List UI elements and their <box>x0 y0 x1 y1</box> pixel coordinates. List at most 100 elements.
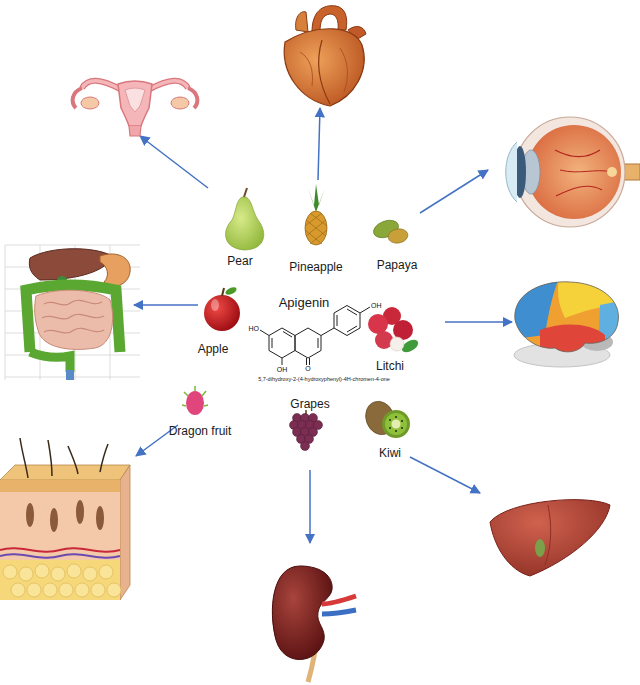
skin-illustration <box>0 560 120 600</box>
skin-illustration <box>96 506 104 530</box>
uterus-illustration <box>171 97 189 109</box>
skin-illustration <box>27 583 41 597</box>
skin-illustration <box>20 438 108 478</box>
fruit-node: Grapes <box>280 398 340 456</box>
skin-illustration <box>0 480 120 492</box>
atom-label: OH <box>371 302 385 310</box>
kiwi-fruit <box>389 419 391 421</box>
atom-label: O <box>302 365 314 373</box>
apple-fruit <box>211 299 219 311</box>
heart-illustration <box>296 12 308 32</box>
kiwi-fruit <box>382 410 410 438</box>
skin-illustration <box>75 583 89 597</box>
pear-fruit <box>244 188 247 197</box>
brain-illustration <box>505 275 625 360</box>
chemical-structure <box>360 307 370 313</box>
chemical-structure <box>347 326 357 332</box>
chemical-structure <box>283 332 292 338</box>
digestive-system-illustration <box>30 352 70 372</box>
chemical-structure <box>318 338 319 348</box>
pear-fruit <box>226 188 264 250</box>
liver-illustration <box>490 500 610 576</box>
heart-illustration <box>300 52 313 86</box>
brain-illustration <box>505 275 625 360</box>
kidney-illustration <box>322 596 356 604</box>
digestive-system-illustration <box>100 254 130 286</box>
digestive-system-illustration <box>26 285 120 352</box>
chemical-structure <box>306 358 307 365</box>
apple-fruit <box>224 286 237 297</box>
arrow <box>309 470 311 543</box>
node-label: Apple <box>182 343 244 357</box>
uterus-illustration <box>148 81 188 90</box>
kiwi-fruit <box>385 413 407 435</box>
skin-illustration <box>120 465 130 600</box>
atom-label: OH <box>274 366 290 374</box>
kiwi-fruit <box>389 427 391 429</box>
chemical-structure <box>337 315 338 326</box>
chemical-structure <box>295 328 321 358</box>
skin-illustration <box>3 564 121 597</box>
node-label: Dragon fruit <box>155 425 245 439</box>
liver-illustration <box>545 505 551 565</box>
kiwi-fruit <box>395 430 397 432</box>
eye-illustration <box>527 125 621 219</box>
skin-illustration <box>99 565 113 579</box>
kiwi-fruit <box>401 420 403 422</box>
digestive-system-illustration <box>5 245 140 246</box>
skin-illustration <box>3 565 17 579</box>
chemical-structure <box>334 306 360 336</box>
chemical-structure <box>269 328 295 358</box>
fruit-node: Kiwi <box>355 398 425 462</box>
node-subtitle: 5,7-dihydroxy-2-(4-hydroxyphenyl)-4H-chr… <box>249 376 399 382</box>
pineapple-fruit <box>305 184 327 245</box>
eye-illustration <box>556 186 602 196</box>
skin-illustration <box>59 583 73 597</box>
skin-illustration <box>51 567 65 581</box>
arrow <box>318 108 320 180</box>
skin-illustration <box>48 440 52 476</box>
chemical-structure <box>260 330 269 336</box>
skin-illustration <box>26 503 34 527</box>
skin-illustration <box>19 567 33 581</box>
fruit-node: Apple <box>182 280 244 358</box>
digestive-system-illustration <box>5 245 6 380</box>
fruit-node: Pineapple <box>280 180 352 275</box>
atom-label: HO <box>245 325 259 333</box>
uterus-illustration <box>188 88 197 108</box>
digestive-system-illustration <box>5 245 140 380</box>
node-label: Grapes <box>280 398 340 412</box>
heart-illustration <box>284 29 364 106</box>
uterus-illustration <box>81 97 99 109</box>
dragon-fruit <box>182 386 208 406</box>
node-label: Pineapple <box>280 261 352 275</box>
eye-illustration <box>515 117 625 227</box>
brain-illustration <box>505 275 625 367</box>
skin-illustration <box>83 567 97 581</box>
eye-illustration <box>506 117 640 227</box>
arrow <box>134 108 512 543</box>
kiwi-fruit <box>401 427 403 429</box>
node-label: Apigenin <box>245 296 363 311</box>
dragon-fruit <box>186 391 204 415</box>
eye-illustration <box>506 142 517 202</box>
kiwi-fruit <box>395 416 397 418</box>
liver-illustration <box>535 539 545 557</box>
chemical-structure <box>347 309 357 315</box>
heart-illustration <box>340 48 347 92</box>
skin-illustration <box>50 508 58 532</box>
uterus-illustration <box>118 81 152 126</box>
eye-illustration <box>555 150 600 157</box>
uterus-illustration <box>125 88 145 112</box>
skin-illustration <box>35 564 49 578</box>
kiwi-fruit <box>389 416 403 432</box>
grapes-fruit <box>290 414 323 451</box>
skin-illustration <box>0 554 120 557</box>
heart-illustration <box>284 6 366 106</box>
digestive-system-illustration <box>42 300 104 333</box>
kiwi-fruit <box>392 420 401 429</box>
skin-illustration <box>68 446 78 474</box>
pineapple-fruit <box>308 184 325 212</box>
